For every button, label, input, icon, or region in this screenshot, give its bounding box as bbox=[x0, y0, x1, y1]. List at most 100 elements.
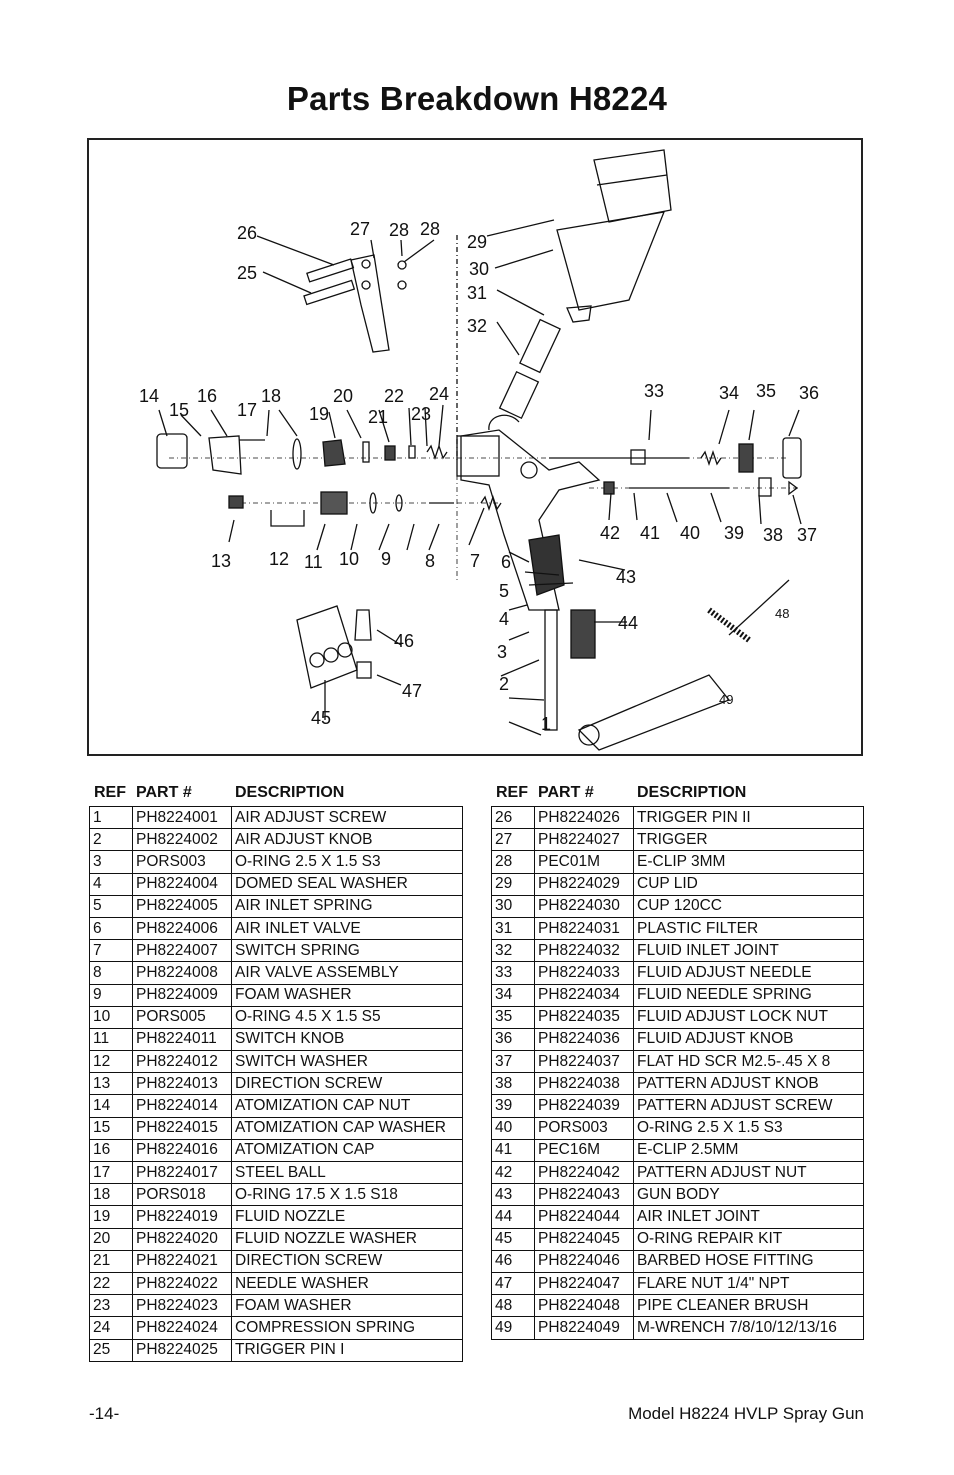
part-number-cell: PH8224032 bbox=[534, 939, 634, 963]
description-cell: O-RING 17.5 X 1.5 S18 bbox=[231, 1183, 463, 1207]
ref-cell: 27 bbox=[491, 828, 535, 852]
description-cell: PATTERN ADJUST SCREW bbox=[633, 1094, 864, 1118]
callout-9: 9 bbox=[381, 549, 391, 569]
callout-48: 48 bbox=[775, 606, 789, 621]
ref-cell: 26 bbox=[491, 805, 535, 830]
description-cell: E-CLIP 3MM bbox=[633, 850, 864, 874]
description-cell: AIR INLET SPRING bbox=[231, 894, 463, 918]
ref-cell: 19 bbox=[89, 1205, 133, 1229]
description-cell: E-CLIP 2.5MM bbox=[633, 1138, 864, 1163]
callout-31: 31 bbox=[467, 283, 487, 303]
description-cell: AIR VALVE ASSEMBLY bbox=[231, 961, 463, 985]
ref-cell: 49 bbox=[491, 1316, 535, 1340]
part-number-cell: PH8224039 bbox=[534, 1094, 634, 1118]
callout-46: 46 bbox=[394, 631, 414, 651]
exploded-parts-diagram: 1 2 3 4 5 6 7 8 9 10 11 12 13 14 15 16 1… bbox=[87, 138, 863, 756]
callout-30: 30 bbox=[469, 259, 489, 279]
ref-cell: 25 bbox=[89, 1338, 133, 1362]
exploded-view-drawing: 1 2 3 4 5 6 7 8 9 10 11 12 13 14 15 16 1… bbox=[139, 149, 819, 751]
part-number-cell: PH8224038 bbox=[534, 1072, 634, 1096]
description-cell: TRIGGER PIN I bbox=[231, 1338, 463, 1362]
ref-cell: 28 bbox=[491, 850, 535, 874]
part-number-cell: PH8224030 bbox=[534, 894, 634, 918]
part-number-cell: PH8224014 bbox=[132, 1094, 232, 1118]
part-number-cell: PH8224025 bbox=[132, 1338, 232, 1362]
ref-cell: 45 bbox=[491, 1227, 535, 1251]
callout-3: 3 bbox=[497, 642, 507, 662]
description-cell: FLUID NOZZLE bbox=[231, 1205, 463, 1229]
callout-19: 19 bbox=[309, 404, 329, 424]
description-cell: AIR ADJUST KNOB bbox=[231, 828, 463, 852]
ref-cell: 13 bbox=[89, 1072, 133, 1096]
model-name: Model H8224 HVLP Spray Gun bbox=[628, 1404, 864, 1423]
table-header: REF PART # DESCRIPTION bbox=[89, 780, 463, 806]
callout-11: 11 bbox=[304, 552, 323, 572]
callout-44: 44 bbox=[618, 613, 638, 633]
description-cell: COMPRESSION SPRING bbox=[231, 1316, 463, 1340]
part-number-cell: PH8224036 bbox=[534, 1027, 634, 1052]
part-number-cell: PH8224013 bbox=[132, 1072, 232, 1096]
ref-cell: 29 bbox=[491, 872, 535, 896]
part-number-cell: PH8224031 bbox=[534, 916, 634, 941]
callout-39: 39 bbox=[724, 523, 744, 543]
part-number-cell: PH8224002 bbox=[132, 828, 232, 852]
part-number-cell: PH8224049 bbox=[534, 1316, 634, 1340]
ref-cell: 22 bbox=[89, 1271, 133, 1296]
description-cell: SWITCH SPRING bbox=[231, 939, 463, 963]
callout-6: 6 bbox=[501, 552, 511, 572]
part-number-cell: PH8224046 bbox=[534, 1249, 634, 1273]
description-cell: FLAT HD SCR M2.5-.45 X 8 bbox=[633, 1050, 864, 1074]
callout-36: 36 bbox=[799, 383, 819, 403]
description-cell: ATOMIZATION CAP WASHER bbox=[231, 1116, 463, 1140]
page-number: -14- bbox=[89, 1404, 120, 1423]
part-number-cell: PH8224042 bbox=[534, 1160, 634, 1185]
ref-cell: 8 bbox=[89, 961, 133, 985]
callout-33: 33 bbox=[644, 381, 664, 401]
description-cell: TRIGGER bbox=[633, 828, 864, 852]
ref-cell: 18 bbox=[89, 1183, 133, 1207]
callout-47: 47 bbox=[402, 681, 422, 701]
ref-cell: 43 bbox=[491, 1183, 535, 1207]
callout-27: 27 bbox=[350, 219, 370, 239]
description-cell: ATOMIZATION CAP bbox=[231, 1138, 463, 1163]
ref-cell: 31 bbox=[491, 916, 535, 941]
description-cell: SWITCH KNOB bbox=[231, 1027, 463, 1052]
description-cell: CUP LID bbox=[633, 872, 864, 896]
part-number-cell: PORS003 bbox=[132, 850, 232, 874]
ref-cell: 37 bbox=[491, 1050, 535, 1074]
description-cell: AIR INLET JOINT bbox=[633, 1205, 864, 1229]
callout-7: 7 bbox=[470, 551, 480, 571]
part-number-cell: PH8224004 bbox=[132, 872, 232, 896]
part-number-cell: PEC16M bbox=[534, 1138, 634, 1163]
description-cell: FOAM WASHER bbox=[231, 983, 463, 1007]
ref-cell: 23 bbox=[89, 1294, 133, 1318]
callout-45: 45 bbox=[311, 708, 331, 728]
callout-22: 22 bbox=[384, 386, 404, 406]
ref-cell: 4 bbox=[89, 872, 133, 896]
part-number-cell: PORS005 bbox=[132, 1005, 232, 1029]
callout-28a: 28 bbox=[389, 220, 409, 240]
part-number-cell: PH8224027 bbox=[534, 828, 634, 852]
description-cell: DOMED SEAL WASHER bbox=[231, 872, 463, 896]
ref-header: REF bbox=[94, 784, 126, 801]
ref-cell: 6 bbox=[89, 916, 133, 941]
ref-cell: 48 bbox=[491, 1294, 535, 1318]
part-number-cell: PH8224022 bbox=[132, 1271, 232, 1296]
description-cell: CUP 120CC bbox=[633, 894, 864, 918]
ref-cell: 47 bbox=[491, 1271, 535, 1296]
